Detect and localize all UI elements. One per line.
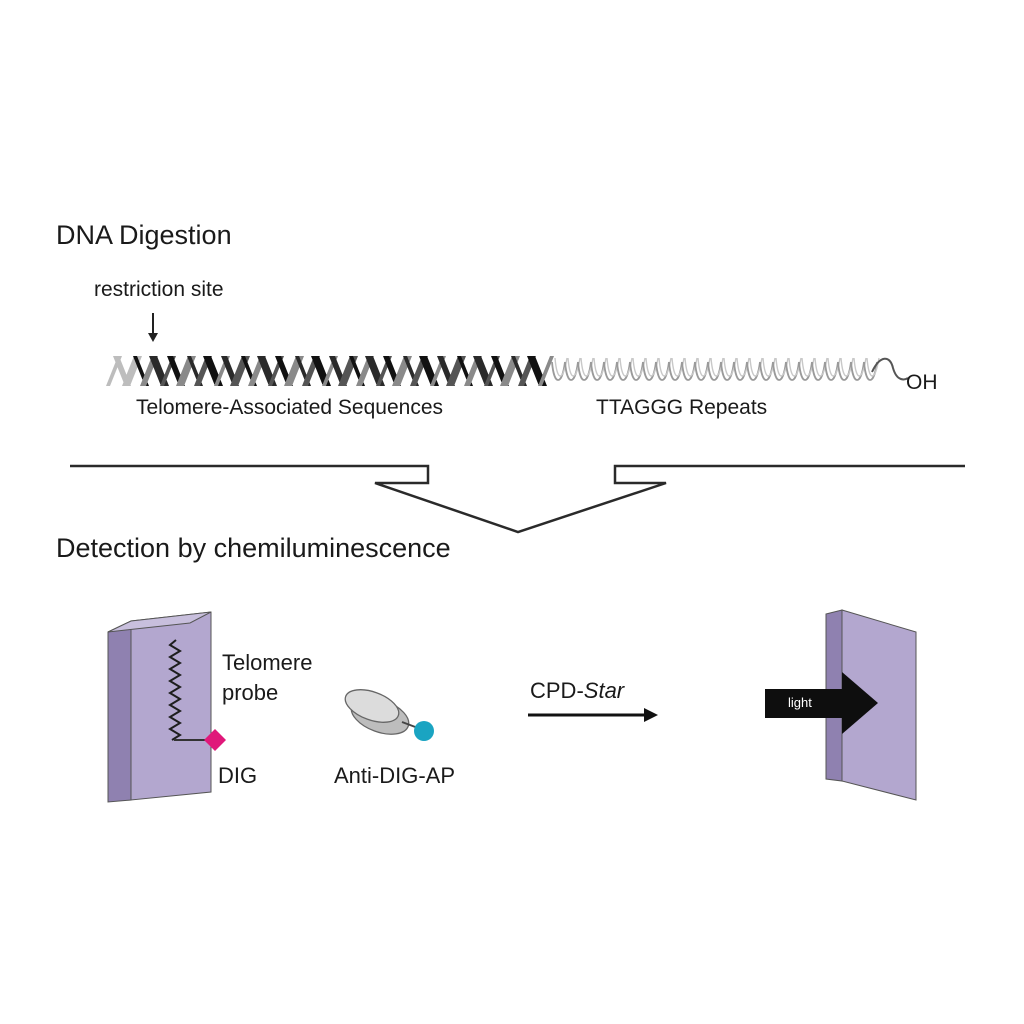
repeat-helix-loop <box>707 361 722 381</box>
dig-label: DIG <box>218 763 258 788</box>
repeats-label: TTAGGG Repeats <box>596 396 768 419</box>
repeat-helix-loop <box>837 361 852 381</box>
repeat-helix-loop <box>668 361 683 381</box>
dna-digestion-title: DNA Digestion <box>56 220 232 250</box>
dig-marker-diamond <box>204 729 226 751</box>
cpd-star-italic: Star <box>583 678 625 703</box>
probe-label-line2: probe <box>222 680 279 705</box>
light-arrow <box>765 672 878 734</box>
repeat-helix-loop <box>785 361 800 381</box>
probe-label-line1: Telomere <box>222 650 313 675</box>
anti-dig-ap-label: Anti-DIG-AP <box>334 763 456 788</box>
tas-helix-segment <box>538 356 554 386</box>
repeat-helix-loop <box>746 361 761 381</box>
cpd-prefix: CPD- <box>530 678 584 703</box>
restriction-site-arrow <box>148 313 158 342</box>
light-label: light <box>788 695 812 710</box>
repeat-helix-loop <box>642 361 657 381</box>
alkaline-phosphatase-enzyme <box>414 721 434 741</box>
repeat-helix-loop <box>590 361 605 381</box>
blot-membrane <box>107 611 212 803</box>
ttaggg-repeats-helix <box>551 357 880 381</box>
repeat-helix-loop <box>577 361 592 381</box>
repeat-helix-loop <box>616 361 631 381</box>
repeat-helix-loop <box>811 361 826 381</box>
repeat-helix-backstrand <box>866 357 880 377</box>
repeat-helix-loop <box>564 361 579 381</box>
repeat-helix-loop <box>720 361 735 381</box>
repeat-helix-loop <box>850 361 865 381</box>
repeat-helix-loop <box>863 361 878 381</box>
repeat-helix-loop <box>551 361 566 381</box>
tas-label: Telomere-Associated Sequences <box>136 396 444 419</box>
telomere-associated-sequences-helix <box>106 356 554 386</box>
repeat-helix-loop <box>798 361 813 381</box>
repeat-helix-loop <box>681 361 696 381</box>
repeat-helix-loop <box>603 361 618 381</box>
overhang-tail-strand <box>871 357 909 381</box>
cpd-star-label: CPD-Star <box>530 678 624 704</box>
restriction-site-label: restriction site <box>94 278 224 301</box>
repeat-helix-loop <box>759 361 774 381</box>
anti-dig-ap-conjugate <box>344 689 434 741</box>
substrate-reaction-arrow <box>528 708 658 722</box>
repeat-helix-loop <box>629 361 644 381</box>
telomere-probe-strand <box>168 639 182 741</box>
repeat-helix-loop <box>733 361 748 381</box>
repeat-helix-loop <box>655 361 670 381</box>
detection-title: Detection by chemiluminescence <box>56 533 451 563</box>
repeat-helix-loop <box>694 361 709 381</box>
oh-label: OH <box>906 371 938 394</box>
repeat-helix-loop <box>772 361 787 381</box>
funnel-divider <box>70 464 965 534</box>
repeat-helix-loop <box>824 361 839 381</box>
